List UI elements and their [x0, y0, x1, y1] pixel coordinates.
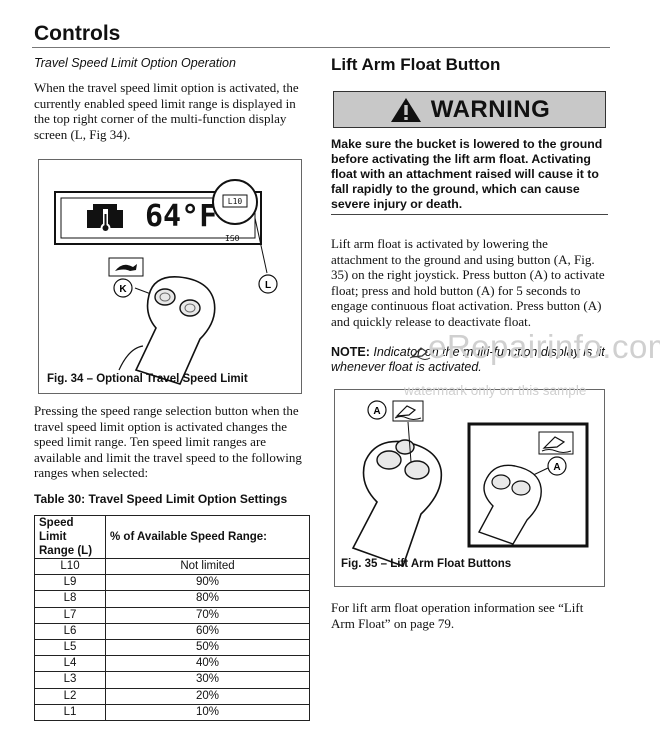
percent-cell: 50%: [105, 638, 310, 657]
speed-range-paragraph: Pressing the speed range selection butto…: [34, 403, 302, 481]
range-cell: L6: [34, 622, 106, 640]
figure-34-caption: Fig. 34 – Optional Travel Speed Limit: [47, 373, 248, 385]
range-cell: L2: [34, 687, 106, 705]
warning-triangle-icon: [390, 97, 421, 122]
watermark-notice: watermark only on this sample: [404, 383, 587, 398]
joystick-button-2: [179, 299, 201, 317]
section-title-travel-speed: Travel Speed Limit Option Operation: [34, 56, 236, 70]
percent-cell: 40%: [105, 655, 310, 673]
table-header-range: Speed Limit Range (L): [34, 515, 106, 559]
speed-range-icon: [108, 257, 144, 277]
range-callout-circle: [212, 179, 258, 225]
percent-cell: Not limited: [105, 557, 310, 576]
figure-35: A A Fig. 35 – Lift Arm Float Buttons: [334, 389, 605, 587]
inset-joystick-illustration: [477, 464, 542, 545]
float-indicator-icon: [409, 347, 431, 360]
percent-cell: 80%: [105, 590, 310, 608]
percent-cell: 20%: [105, 687, 310, 705]
display-iso-label: ISO: [225, 234, 240, 243]
callout-l-leader: [254, 217, 268, 274]
callout-k-leader: [134, 287, 152, 295]
warning-divider: [331, 214, 608, 215]
range-cell: L1: [34, 703, 106, 721]
travel-speed-intro-paragraph: When the travel speed limit option is ac…: [34, 80, 299, 142]
callout-l-label: L: [265, 280, 271, 291]
display-temperature: 64°F: [145, 199, 217, 234]
callout-k-label: K: [119, 284, 127, 295]
figure-35-caption: Fig. 35 – Lift Arm Float Buttons: [341, 558, 512, 570]
table-header-percent: % of Available Speed Range:: [105, 515, 310, 559]
coolant-temp-icon: [87, 204, 123, 233]
note-label: NOTE:: [331, 345, 370, 359]
range-cell: L7: [34, 606, 106, 624]
range-cell: L9: [34, 574, 106, 592]
callout-a2-circle: [547, 456, 567, 476]
range-cell: L8: [34, 590, 106, 608]
float-icon-box-2: [538, 431, 574, 455]
float-button-a: [404, 460, 430, 480]
note: NOTE: Indicator on the multi-function di…: [331, 345, 607, 375]
table-title: Table 30: Travel Speed Limit Option Sett…: [34, 492, 288, 506]
warning-label: WARNING: [430, 95, 551, 123]
callout-k-circle: [113, 278, 133, 298]
fig35-illustration: A A: [351, 400, 589, 568]
left-joystick-illustration: [351, 439, 443, 568]
range-indicator-box: [222, 194, 248, 208]
callout-a1-leader: [407, 421, 412, 463]
display-range-value: L10: [228, 197, 243, 206]
float-activation-paragraph: Lift arm float is activated by lowering …: [331, 236, 605, 329]
table-header-row: Speed Limit Range (L) % of Available Spe…: [34, 515, 310, 559]
inset-float-button: [511, 480, 531, 496]
percent-cell: 30%: [105, 671, 310, 689]
warning-banner: WARNING: [333, 91, 606, 128]
callout-l-circle: [258, 274, 278, 294]
figure-34: 64°F ISO L10 K L Fig. 34 – Optional Trav…: [38, 159, 302, 394]
fig34-illustration: 64°F ISO L10 K L: [54, 179, 278, 385]
title-divider: [32, 47, 610, 48]
section-title-lift-arm-float: Lift Arm Float Button: [331, 55, 501, 74]
speed-limit-table: Speed Limit Range (L) % of Available Spe…: [34, 515, 310, 721]
callout-a1-label: A: [373, 406, 380, 417]
percent-cell: 70%: [105, 606, 310, 624]
callout-a2-label: A: [553, 462, 560, 473]
range-cell: L10: [34, 557, 106, 576]
float-reference-paragraph: For lift arm float operation information…: [331, 600, 584, 631]
callout-a1-circle: [367, 400, 387, 420]
joystick-illustration: [118, 276, 216, 385]
range-cell: L5: [34, 638, 106, 657]
display-frame: [54, 191, 262, 245]
percent-cell: 10%: [105, 703, 310, 721]
watermark-site: eRepairinfo.com: [428, 328, 660, 365]
joystick-button-k: [154, 288, 176, 306]
page-title: Controls: [34, 22, 121, 45]
percent-cell: 60%: [105, 622, 310, 640]
range-cell: L3: [34, 671, 106, 689]
warning-text: Make sure the bucket is lowered to the g…: [331, 137, 603, 211]
note-text: Indicator on the multi-function display …: [331, 345, 605, 374]
range-cell: L4: [34, 655, 106, 673]
percent-cell: 90%: [105, 574, 310, 592]
